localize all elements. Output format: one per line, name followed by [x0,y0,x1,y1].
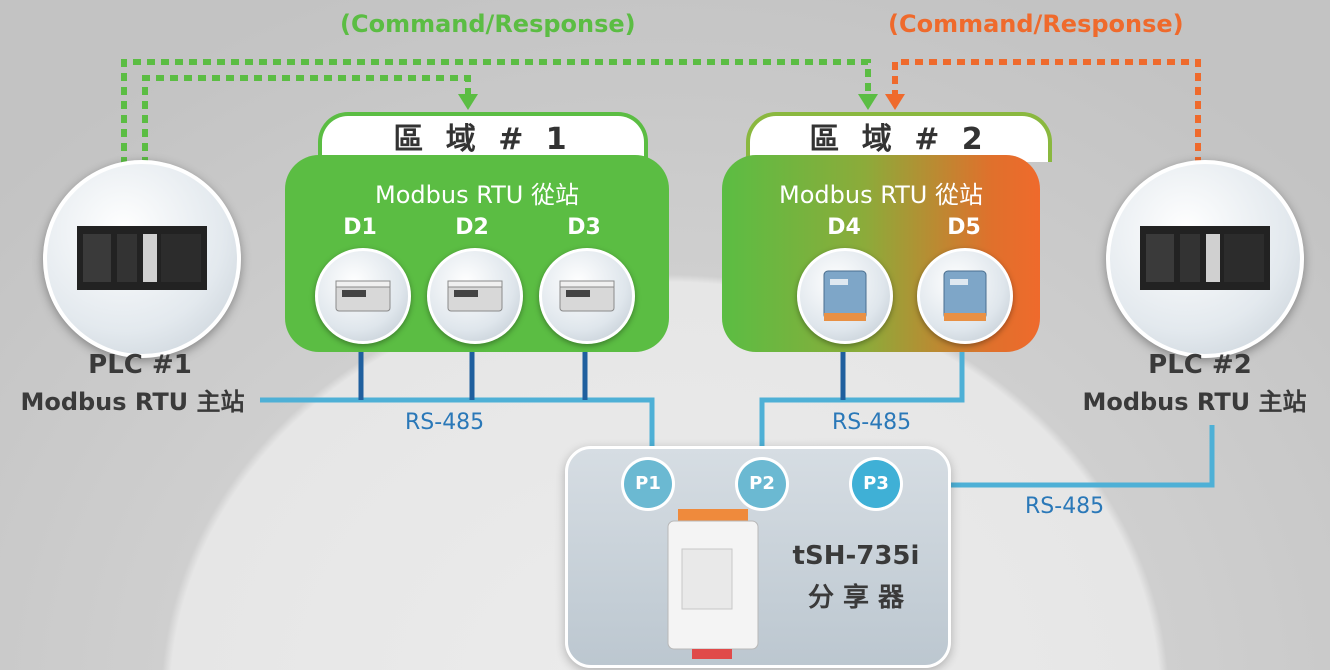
command-line-plc1-zone2 [142,75,471,165]
meter-icon [335,280,391,312]
gateway-desc: 分 享 器 [807,583,905,613]
meter-icon [447,280,503,312]
arrowhead-zone1 [458,94,478,110]
device-label-d4: D4 [827,215,861,240]
arrowhead-zone2-orange [885,94,905,110]
port-p1: P1 [624,460,672,508]
port-p3: P3 [852,460,900,508]
device-d5 [917,248,1013,344]
plc2-device [1106,160,1304,358]
rs485-bus-3 [900,425,1215,488]
device-d2 [427,248,523,344]
device-label-d2: D2 [455,215,489,240]
zone2-title: Modbus RTU 從站 [779,181,983,209]
meter-icon [559,280,615,312]
device-d1 [315,248,411,344]
gateway-device-icon [667,509,759,659]
plc1-device [43,160,241,358]
zone2-tab: 區 域 # 2 [746,112,1052,162]
zone1-title: Modbus RTU 從站 [375,181,579,209]
command-label-1: (Command/Response) [340,10,636,38]
port-p2: P2 [738,460,786,508]
plc1-role: Modbus RTU 主站 [20,388,245,416]
io-module-icon [943,270,987,321]
device-d4 [797,248,893,344]
command-label-2: (Command/Response) [888,10,1184,38]
plc-icon [1140,226,1270,290]
plc2-name: PLC #2 [1148,350,1252,380]
plc2-role: Modbus RTU 主站 [1082,388,1307,416]
rs485-bus-2 [759,345,965,470]
device-d3 [539,248,635,344]
io-module-icon [823,270,867,321]
device-label-d5: D5 [947,215,981,240]
command-line-plc2-zone2 [892,59,1201,165]
rs485-label-2: RS-485 [832,410,912,435]
rs485-label-3: RS-485 [1025,494,1105,519]
rs485-label-1: RS-485 [405,410,485,435]
arrowhead-zone2-green [858,94,878,110]
device-label-d1: D1 [343,215,377,240]
plc-icon [77,226,207,290]
plc1-name: PLC #1 [88,350,192,380]
zone1-tab: 區 域 # 1 [318,112,648,162]
device-label-d3: D3 [567,215,601,240]
gateway-model: tSH-735i [792,541,920,571]
